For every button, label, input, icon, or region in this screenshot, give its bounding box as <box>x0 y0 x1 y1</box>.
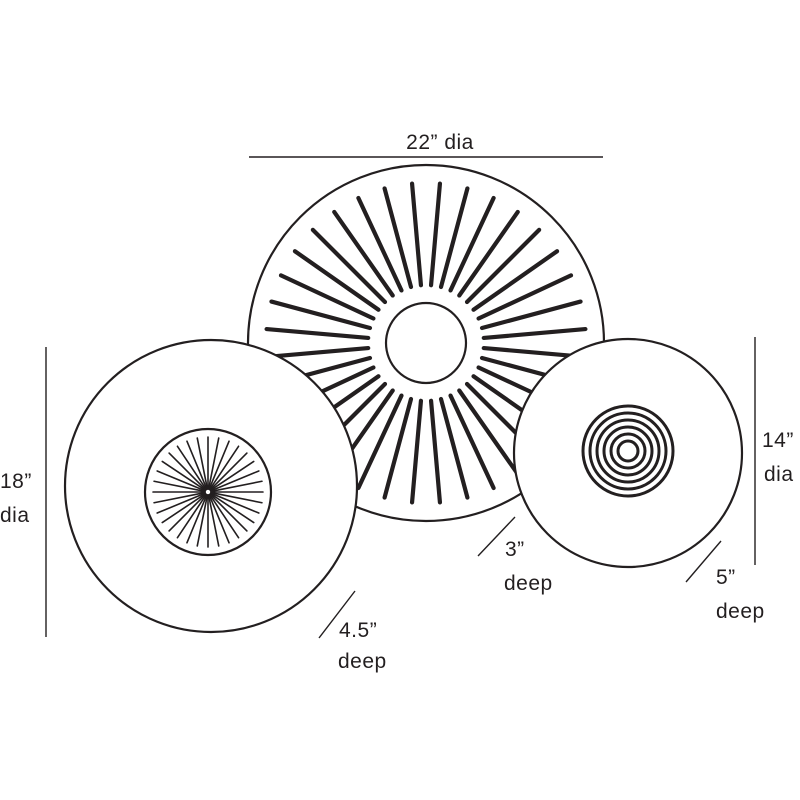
starburst-ray <box>156 492 207 514</box>
starburst-ray <box>210 480 263 493</box>
spoke-line <box>428 181 443 288</box>
starburst-ray <box>208 445 240 491</box>
starburst-ray <box>196 437 209 490</box>
spoke-line <box>356 393 404 491</box>
concentric-ring <box>581 404 675 498</box>
depth-line-4-5 <box>318 590 356 639</box>
spoke-line <box>292 249 381 312</box>
depth-value-5: 5” <box>716 566 736 589</box>
left-disc <box>63 338 359 634</box>
starburst-ray <box>186 493 208 544</box>
spoke-line <box>409 398 424 505</box>
spoke-line <box>264 326 371 341</box>
spoke-line <box>356 195 404 293</box>
spoke-line <box>382 396 414 500</box>
spoke-line <box>448 393 496 491</box>
starburst-ray <box>196 494 209 547</box>
starburst-ray <box>176 493 208 539</box>
starburst-ray <box>153 491 206 504</box>
depth-line-5 <box>685 540 722 583</box>
spoke-line <box>448 195 496 293</box>
spoke-line <box>310 227 388 305</box>
depth-value-4-5: 4.5” <box>339 619 377 642</box>
starburst-ray <box>161 460 207 492</box>
diameter-unit-18: dia <box>0 504 30 527</box>
concentric-ring <box>616 439 640 463</box>
spoke-line <box>382 186 414 290</box>
diameter-value-18: 18” <box>0 470 32 493</box>
starburst-ray <box>168 452 207 491</box>
starburst-ray <box>209 470 260 492</box>
starburst-ray <box>208 493 240 539</box>
spoke-line <box>457 388 520 477</box>
spoke-line <box>464 227 542 305</box>
starburst-ray <box>153 480 206 493</box>
starburst-ray <box>208 440 230 491</box>
spoke-line <box>438 396 470 500</box>
spoke-line <box>438 186 470 290</box>
starburst-ray <box>186 440 208 491</box>
starburst-ray <box>161 492 207 524</box>
concentric-ring <box>588 411 668 491</box>
diameter-value-14: 14” <box>762 429 794 452</box>
starburst-ray <box>176 445 208 491</box>
spoke-line <box>471 249 560 312</box>
starburst-ray <box>156 470 207 492</box>
spoke-line <box>479 299 583 331</box>
starburst-ray <box>209 492 260 514</box>
starburst-ray <box>207 437 220 490</box>
large-disc-hub <box>384 301 468 385</box>
right-disc <box>512 337 744 569</box>
spoke-line <box>269 299 373 331</box>
diameter-unit-14: dia <box>764 463 794 486</box>
depth-unit-5: deep <box>716 600 765 623</box>
concentric-ring <box>602 425 654 477</box>
spoke-line <box>409 181 424 288</box>
spoke-line <box>332 209 395 298</box>
starburst-ray <box>209 460 255 492</box>
starburst-ray <box>209 452 248 491</box>
depth-unit-3: deep <box>504 572 553 595</box>
concentric-ring <box>609 432 647 470</box>
right-disc-outline <box>512 337 744 569</box>
starburst-ray <box>208 493 230 544</box>
depth-line-3 <box>477 516 516 557</box>
spoke-line <box>428 398 443 505</box>
depth-value-3: 3” <box>505 538 525 561</box>
depth-unit-4-5: deep <box>338 650 387 673</box>
spoke-line <box>476 273 574 321</box>
starburst-ray <box>210 491 263 504</box>
starburst-ray <box>207 494 220 547</box>
spoke-line <box>481 326 588 341</box>
large-disc-spokes <box>264 181 588 505</box>
spoke-line <box>457 209 520 298</box>
concentric-ring <box>595 418 661 484</box>
diameter-label-22: 22” dia <box>406 131 474 154</box>
right-disc-concentric-rings <box>581 404 675 498</box>
left-disc-starburst <box>152 436 264 548</box>
spoke-line <box>278 273 376 321</box>
starburst-ray <box>209 493 248 532</box>
starburst-ray <box>209 492 255 524</box>
spoke-line <box>264 345 371 360</box>
starburst-ray <box>168 493 207 532</box>
